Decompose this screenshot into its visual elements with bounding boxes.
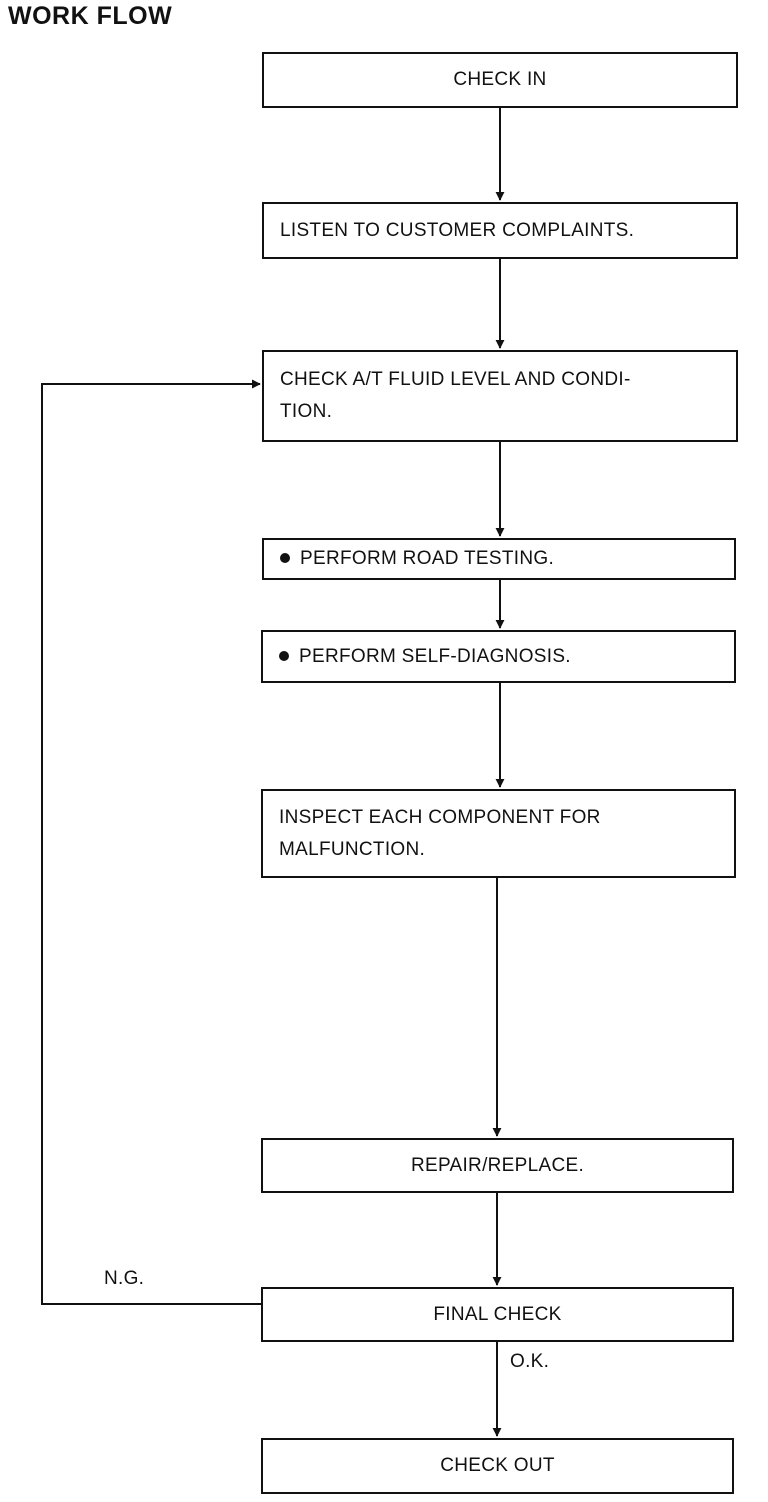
step-check-fluid: CHECK A/T FLUID LEVEL AND CONDI- TION. (262, 350, 738, 442)
branch-ok-label: O.K. (510, 1351, 550, 1372)
step-inspect-line2: MALFUNCTION. (279, 838, 426, 860)
bullet-icon (280, 553, 290, 563)
step-repair: REPAIR/REPLACE. (261, 1138, 734, 1193)
step-check-in-label: CHECK IN (453, 69, 547, 90)
step-final-check: FINAL CHECK (261, 1287, 734, 1342)
step-listen-label: LISTEN TO CUSTOMER COMPLAINTS. (280, 219, 635, 241)
page-title: WORK FLOW (8, 2, 173, 30)
bullet-icon (279, 650, 289, 661)
step-check-fluid-line2: TION. (280, 401, 333, 422)
step-final-check-label: FINAL CHECK (433, 1303, 562, 1325)
step-check-out: CHECK OUT (261, 1438, 734, 1494)
step-inspect: INSPECT EACH COMPONENT FOR MALFUNCTION. (261, 789, 736, 878)
branch-ng-label: N.G. (104, 1268, 145, 1289)
step-road-test-label: PERFORM ROAD TESTING. (300, 548, 555, 569)
step-self-diagnosis-label: PERFORM SELF-DIAGNOSIS. (299, 645, 571, 667)
step-listen: LISTEN TO CUSTOMER COMPLAINTS. (262, 202, 738, 259)
step-road-test: PERFORM ROAD TESTING. (262, 538, 736, 580)
ng-loop-arrow (41, 379, 261, 1305)
step-self-diagnosis: PERFORM SELF-DIAGNOSIS. (261, 630, 736, 683)
step-inspect-line1: INSPECT EACH COMPONENT FOR (279, 806, 601, 828)
step-check-in: CHECK IN (262, 52, 738, 108)
step-check-out-label: CHECK OUT (440, 1455, 555, 1476)
step-check-fluid-line1: CHECK A/T FLUID LEVEL AND CONDI- (280, 369, 631, 390)
step-repair-label: REPAIR/REPLACE. (410, 1154, 585, 1176)
